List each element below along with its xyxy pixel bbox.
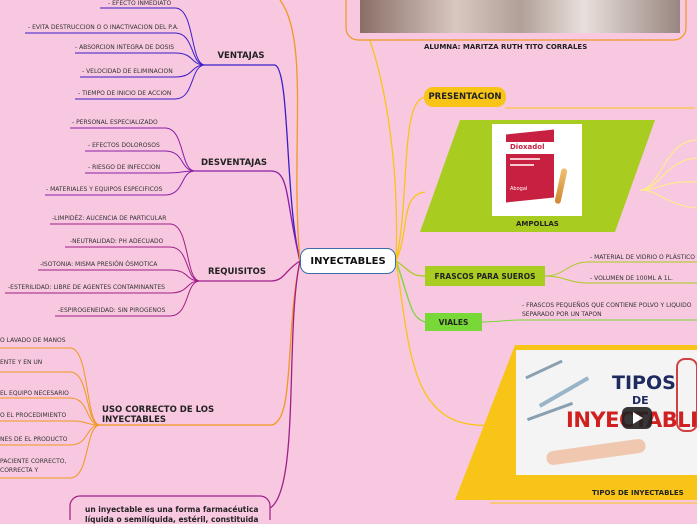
uso-item: O LAVADO DE MANOS [0,337,66,344]
ventajas-item: - ABSORCION INTEGRA DE DOSIS [75,44,175,51]
desventajas-item: - RIESGO DE INFECCION [88,164,161,171]
desventajas-node[interactable]: DESVENTAJAS [200,158,268,168]
requisitos-item: -ISOTONIA: MISMA PRESIÓN ÓSMOTICA [40,261,158,268]
ventajas-item: - EFECTO INMEDIATO [108,0,172,7]
frascos-item: - VOLUMEN DE 100ML A 1L. [590,275,673,282]
viales-line-2: SEPARADO POR UN TAPON [522,311,602,318]
play-button[interactable] [622,407,652,429]
viales-node[interactable]: VIALES [425,313,482,331]
viales-line-1: - FRASCOS PEQUEÑOS QUE CONTIENE POLVO Y … [522,302,692,309]
presentacion-node[interactable]: PRESENTACION [424,87,506,107]
desventajas-item: - EFECTOS DOLOROSOS [88,142,160,149]
frascos-item: - MATERIAL DE VIDRIO O PLÁSTICO [590,254,696,261]
requisitos-node[interactable]: REQUISITOS [207,267,267,277]
uso-item: ENTE Y EN UN [0,359,43,366]
requisitos-item: -ESTERILIDAD: LIBRE DE AGENTES CONTAMINA… [8,284,165,291]
play-icon [633,412,643,424]
tipos-video-thumbnail[interactable]: TIPOS DE INYECTABLES [516,350,697,475]
uso-item: CORRECTA Y [0,467,39,474]
ventajas-item: - TIEMPO DE INICIO DE ACCION [78,90,172,97]
requisitos-item: -LIMPIDÉZ: AUCENCIA DE PARTICULAR [52,215,167,222]
uso-item: PACIENTE CORRECTO, [0,458,67,465]
definition-line-1: un inyectable es una forma farmacéutica [85,505,259,514]
desventajas-item: - MATERIALES Y EQUIPOS ESPECIFICOS [46,186,163,193]
tipos-label: TIPOS DE INYECTABLES [592,489,684,497]
tipos-title-2: DE [632,394,649,407]
tipos-title-1: TIPOS [612,372,676,394]
ventajas-item: - VELOCIDAD DE ELIMINACION [82,68,173,75]
nurse-photo [360,0,680,33]
ampollas-label: AMPOLLAS [516,220,559,228]
ampollas-photo: Dioxadol Abogal [492,124,582,216]
uso-item: NES DE EL PRODUCTO [0,436,68,443]
ampolla-maker: Abogal [510,186,528,192]
student-caption: ALUMNA: MARITZA RUTH TITO CORRALES [424,43,588,51]
uso-item: EL EQUIPO NECESARIO [0,390,69,397]
frascos-node[interactable]: FRASCOS PARA SUEROS [425,266,545,286]
central-topic[interactable]: INYECTABLES [300,248,396,274]
ventajas-item: - EVITA DESTRUCCION O O INACTIVACION DEL… [28,24,179,31]
ventajas-node[interactable]: VENTAJAS [217,51,265,61]
uso-correcto-node[interactable]: USO CORRECTO DE LOS INYECTABLES [102,405,215,425]
requisitos-item: -NEUTRALIDAD: PH ADECUADO [70,238,164,245]
ampolla-brand: Dioxadol [510,143,545,151]
uso-item: O EL PROCEDIMIENTO [0,412,67,419]
desventajas-item: - PERSONAL ESPECIALIZADO [72,119,158,126]
requisitos-item: -ESPIROGENEIDAD: SIN PIROGENOS [58,307,166,314]
